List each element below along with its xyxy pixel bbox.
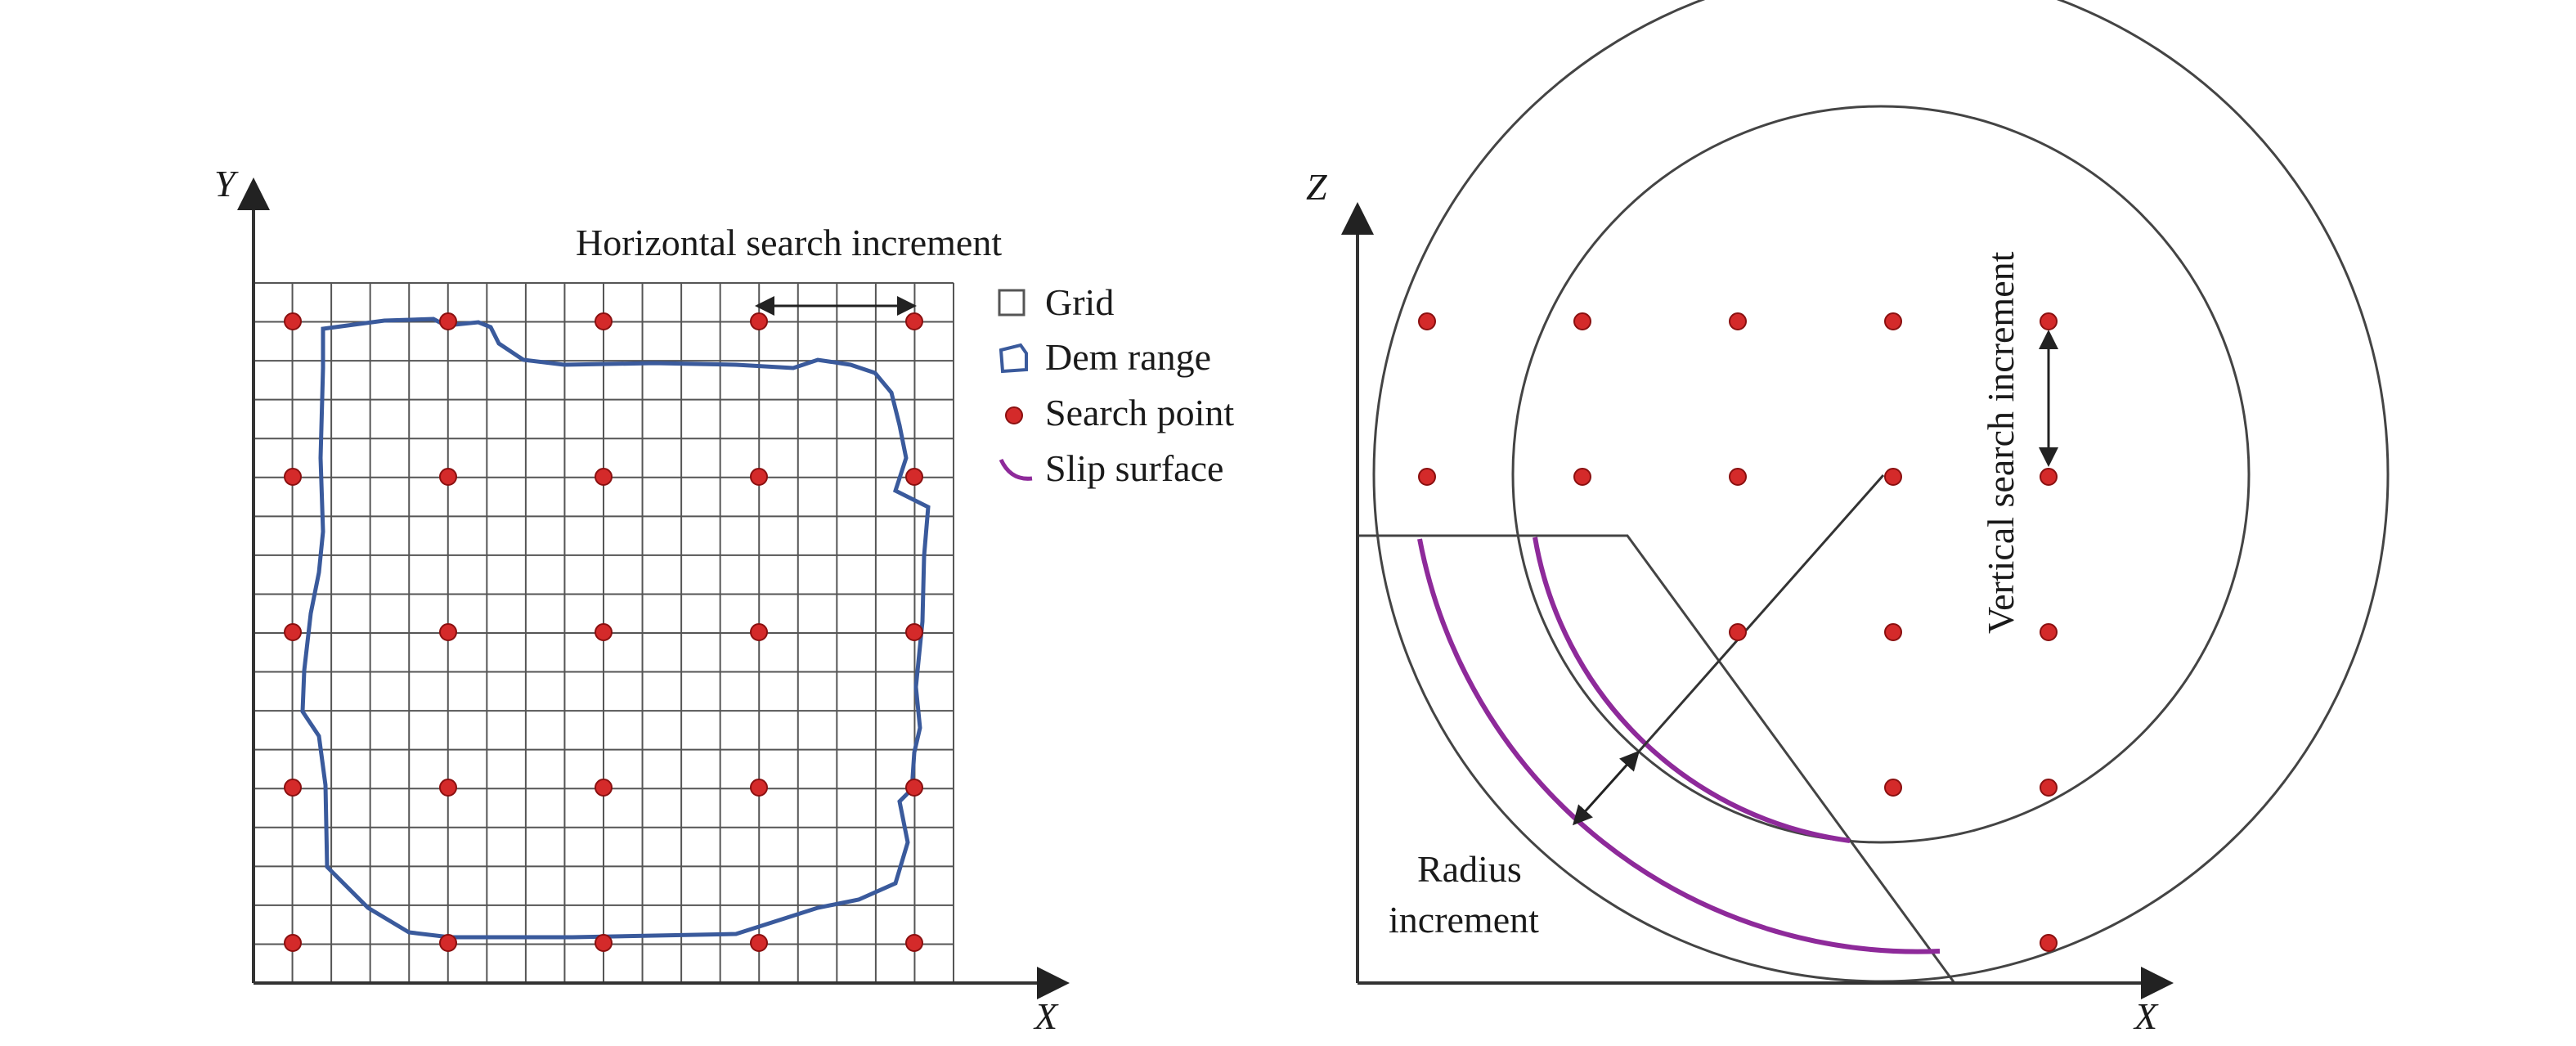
right-panel: Z X Vertical search increment Radius inc… [1306, 0, 2390, 1037]
search-point [284, 468, 302, 486]
search-point [1884, 468, 1902, 486]
search-point [439, 623, 457, 641]
inner-slip-surface [1533, 536, 1851, 843]
search-point [905, 779, 923, 797]
legend: Grid Dem range Search point Slip surface [998, 281, 1234, 489]
search-point [1884, 623, 1902, 641]
search-point [2040, 779, 2058, 797]
search-point [905, 934, 923, 952]
inner-circle [1511, 105, 2251, 844]
vertical-increment-label: Vertical search increment [1980, 251, 2022, 634]
left-x-axis-label: X [1033, 995, 1059, 1037]
search-point [750, 779, 768, 797]
search-point [1573, 312, 1591, 330]
search-point [2040, 312, 2058, 330]
search-point [905, 468, 923, 486]
legend-dem-range-swatch [999, 343, 1028, 374]
dem-range-boundary [300, 316, 931, 940]
legend-dem-range-label: Dem range [1045, 336, 1211, 378]
outer-circle [1372, 0, 2390, 983]
search-point [439, 934, 457, 952]
search-point [439, 468, 457, 486]
legend-grid-label: Grid [1045, 281, 1114, 323]
radius-label-line2: increment [1389, 899, 1539, 941]
radius-label-line1: Radius [1417, 848, 1522, 890]
search-point [750, 623, 768, 641]
search-point [2040, 623, 2058, 641]
search-point [439, 779, 457, 797]
search-point [1573, 468, 1591, 486]
search-point [1729, 623, 1747, 641]
search-point [1418, 468, 1436, 486]
left-panel: Y X Horizontal search increment Grid Dem… [214, 163, 1234, 1037]
legend-search-point-label: Search point [1045, 392, 1234, 433]
radius-increment-arrow [1572, 750, 1640, 826]
search-point [595, 623, 613, 641]
radius-line [1636, 474, 1885, 753]
legend-slip-surface-label: Slip surface [1045, 447, 1223, 489]
search-point [595, 312, 613, 330]
legend-search-point-swatch [1005, 406, 1023, 424]
search-point [284, 779, 302, 797]
search-point [750, 468, 768, 486]
search-point [595, 779, 613, 797]
outer-slip-surface [1417, 538, 1941, 954]
search-point [284, 934, 302, 952]
search-point [905, 623, 923, 641]
search-point [595, 468, 613, 486]
search-point [439, 312, 457, 330]
search-point [1418, 312, 1436, 330]
search-point [595, 934, 613, 952]
left-search-points [284, 312, 923, 952]
search-point [1884, 779, 1902, 797]
search-point [2040, 934, 2058, 952]
search-point [1884, 312, 1902, 330]
search-point [750, 934, 768, 952]
slope-profile [1358, 534, 1956, 984]
left-y-axis-label: Y [214, 163, 239, 204]
right-x-axis-label: X [2133, 995, 2159, 1037]
search-point [905, 312, 923, 330]
right-search-points [1418, 312, 2058, 952]
search-point [2040, 468, 2058, 486]
right-z-axis-label: Z [1306, 166, 1327, 208]
horizontal-increment-title: Horizontal search increment [576, 222, 1002, 263]
search-point [1729, 468, 1747, 486]
legend-grid-swatch [998, 289, 1025, 316]
search-point [1729, 312, 1747, 330]
legend-slip-surface-swatch [999, 458, 1033, 481]
search-point [750, 312, 768, 330]
search-point [284, 312, 302, 330]
search-point [284, 623, 302, 641]
